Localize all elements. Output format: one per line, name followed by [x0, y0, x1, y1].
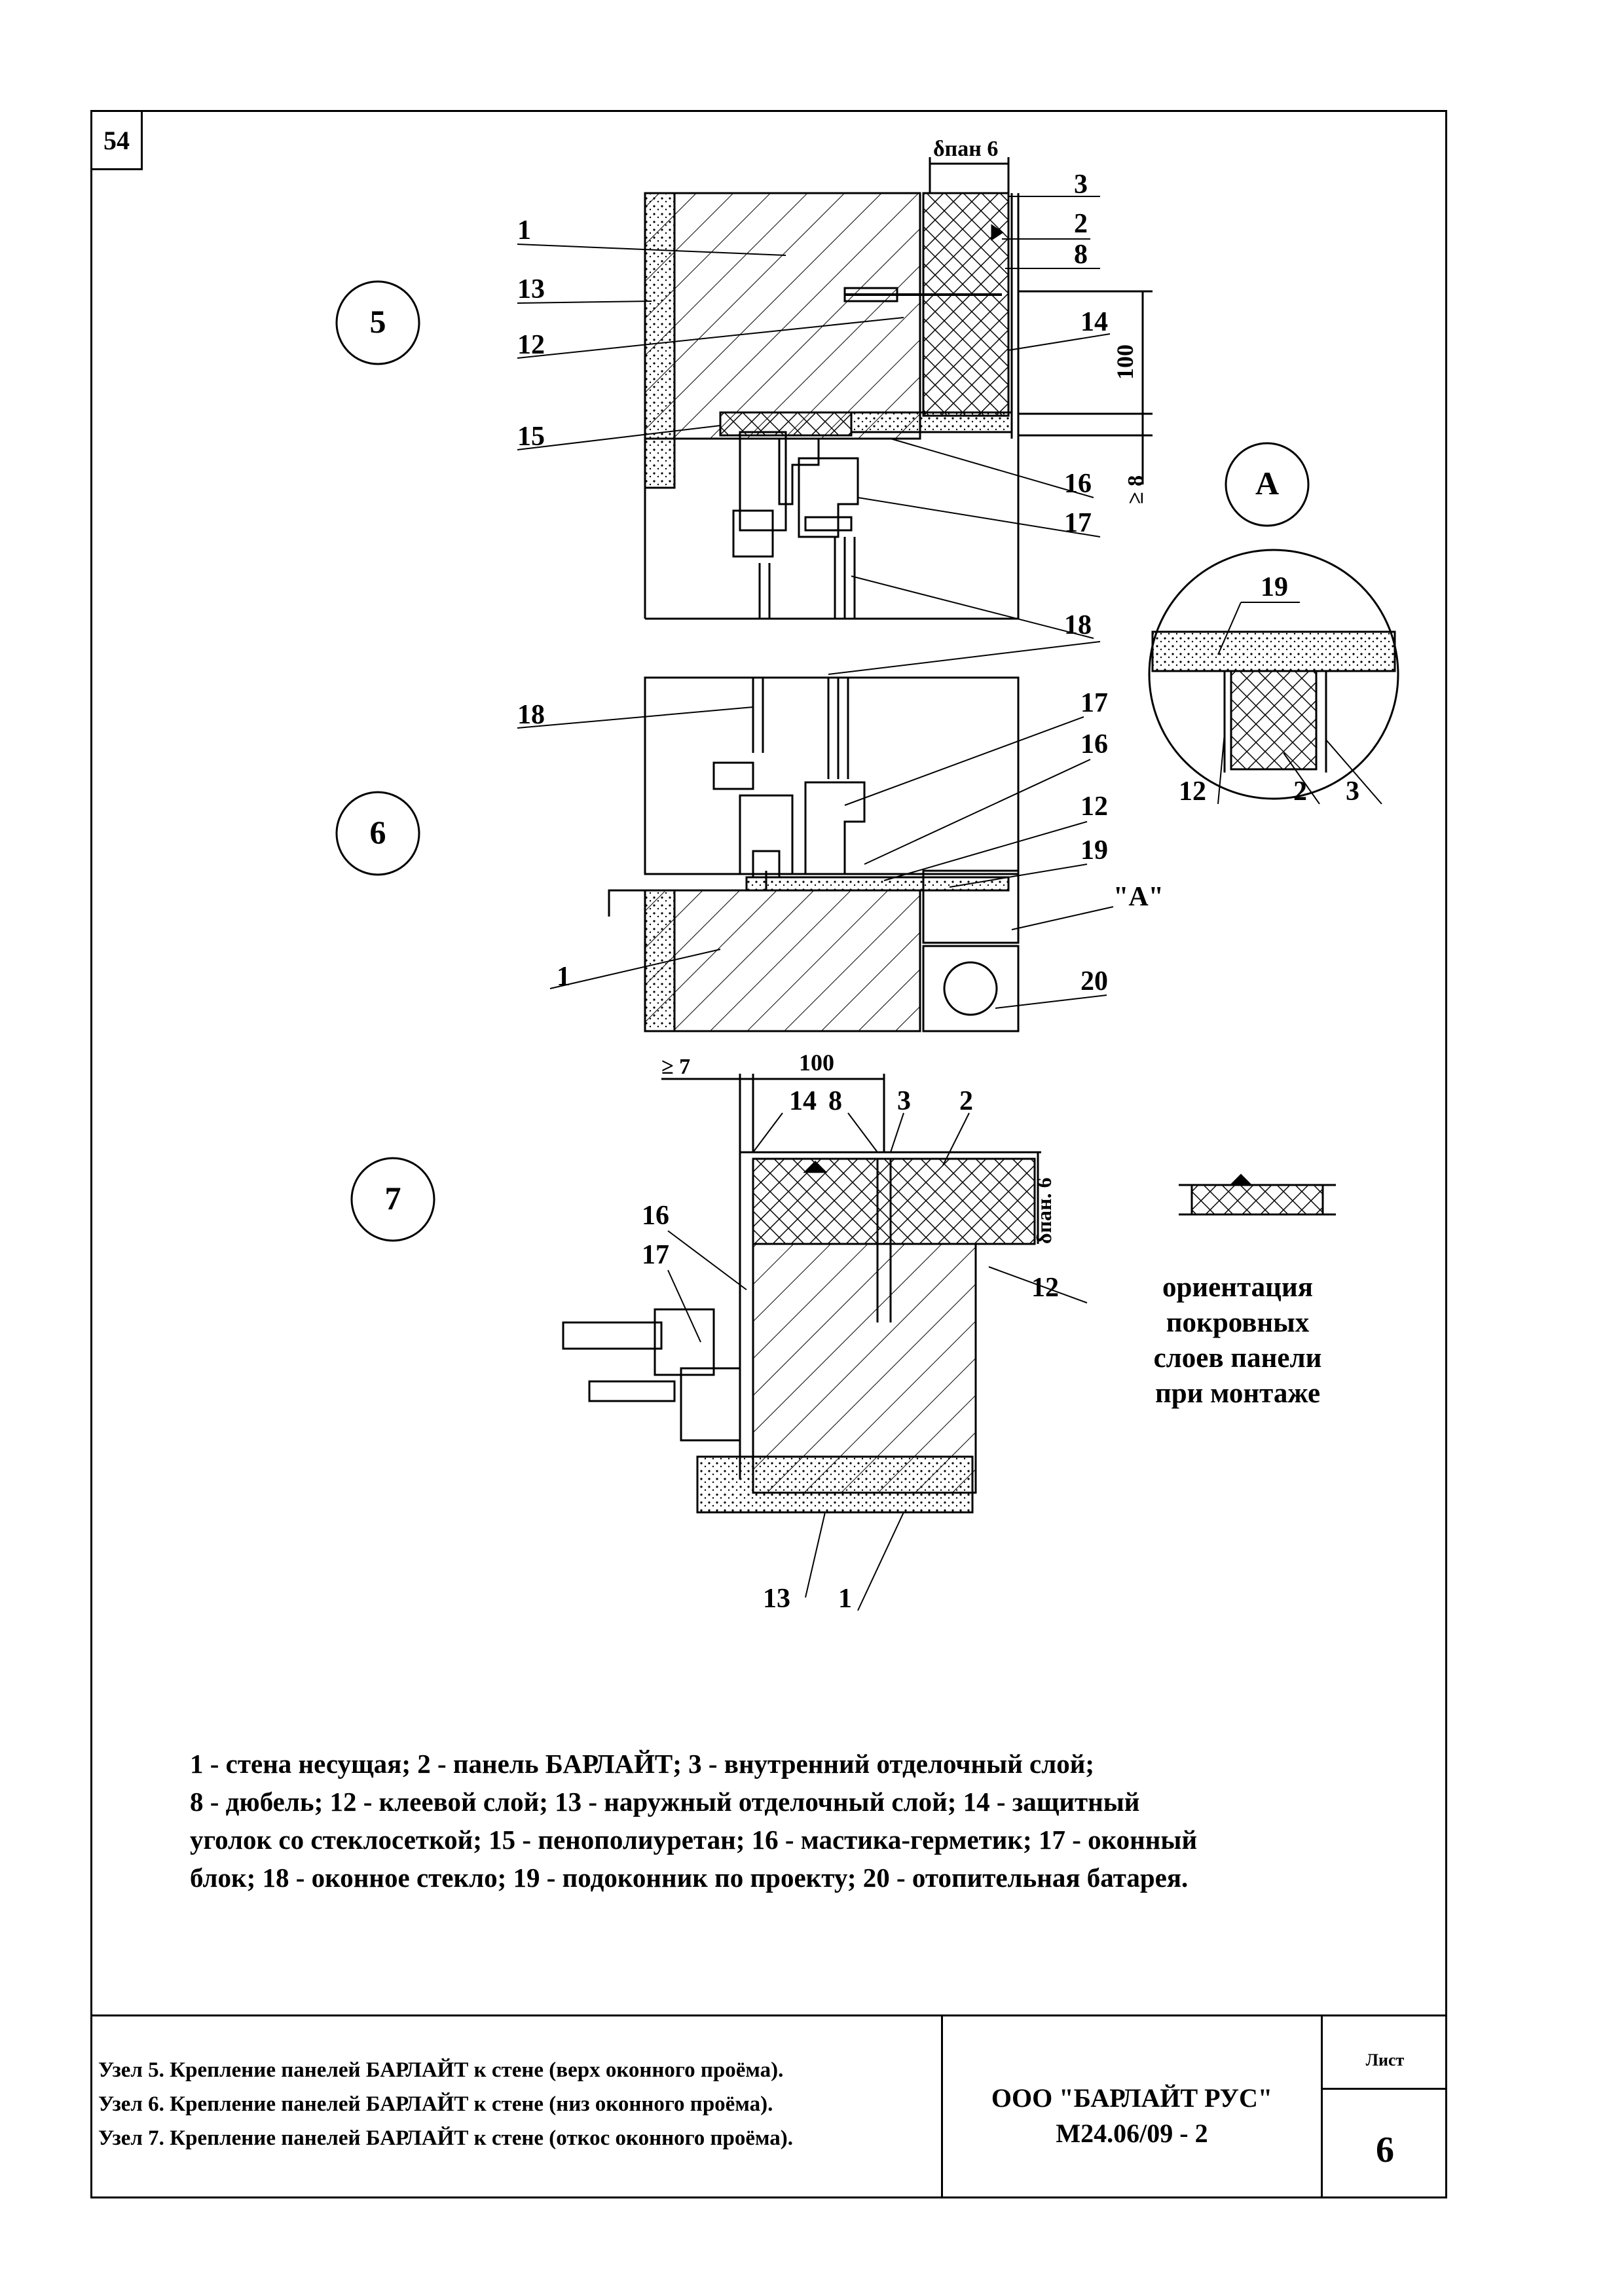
orientation-note: ориентация покровных слоев панели при мо… — [1153, 1272, 1322, 1409]
callout-label: 2 — [959, 1086, 973, 1116]
legend-line: блок; 18 - оконное стекло; 19 - подоконн… — [190, 1863, 1189, 1893]
callout-label: 3 — [897, 1086, 911, 1116]
callout-label: 16 — [1080, 729, 1108, 759]
node-6-drawing — [608, 676, 1020, 1032]
callout-label: 17 — [642, 1240, 669, 1270]
callout-label: 14 — [1080, 307, 1108, 337]
dimension-label: 100 — [1112, 344, 1138, 380]
callout-label: 14 — [789, 1086, 817, 1116]
title-block: Узел 5. Крепление панелей БАРЛАЙТ к стен… — [90, 2014, 1447, 2198]
callout-label: 17 — [1080, 688, 1108, 718]
node-6-label: 6 — [370, 814, 386, 850]
title-block-company: ООО "БАРЛАЙТ РУС" М24.06/09 - 2 — [943, 2016, 1323, 2198]
dimension-label: δпан 6 — [933, 137, 998, 161]
node-7-drawing — [562, 1074, 1041, 1514]
title-block-sheet: Лист 6 — [1323, 2016, 1447, 2198]
detail-a-reference: "A" — [1113, 882, 1164, 912]
node-6-leaders — [517, 641, 1114, 1009]
node-5-drawing — [644, 157, 1153, 620]
callout-label: 8 — [1074, 240, 1088, 270]
node-7-marker — [350, 1157, 435, 1242]
callout-label: 2 — [1074, 209, 1088, 239]
legend-line: 1 - стена несущая; 2 - панель БАРЛАЙТ; 3… — [190, 1749, 1094, 1779]
callout-label: 12 — [1031, 1273, 1059, 1303]
node-5-leaders — [517, 196, 1111, 639]
callout-label: 18 — [1064, 610, 1092, 640]
caption-node-5: Узел 5. Крепление панелей БАРЛАЙТ к стен… — [98, 2058, 784, 2082]
node-5-label: 5 — [370, 303, 386, 340]
callout-label: 18 — [517, 700, 545, 730]
callout-label: 16 — [642, 1201, 669, 1231]
callout-label: 2 — [1293, 776, 1307, 807]
callout-label: 12 — [1080, 792, 1108, 822]
detail-a-label: A — [1255, 465, 1279, 501]
callout-label: 1 — [838, 1584, 852, 1614]
dimension-label: ≥ 8 — [1124, 475, 1148, 504]
dimension-label: δпан. 6 — [1032, 1178, 1056, 1244]
callout-label: 1 — [517, 215, 531, 246]
detail-a-marker — [1225, 442, 1310, 527]
node-6-marker — [335, 791, 420, 876]
callout-label: 13 — [763, 1584, 790, 1614]
detail-a-leaders — [1217, 602, 1382, 805]
callout-label: 3 — [1346, 776, 1359, 807]
document-code: М24.06/09 - 2 — [1056, 2119, 1208, 2148]
node-7-leaders — [667, 1112, 1088, 1611]
orientation-symbol — [1179, 1173, 1336, 1216]
sheet-label: Лист — [1323, 2016, 1447, 2090]
callout-label: 12 — [517, 330, 545, 360]
legend: 1 - стена несущая; 2 - панель БАРЛАЙТ; 3… — [190, 1745, 1388, 1897]
callout-label: 15 — [517, 422, 545, 452]
legend-line: уголок со стеклосеткой; 15 - пенополиуре… — [190, 1825, 1198, 1855]
company-name: ООО "БАРЛАЙТ РУС" — [991, 2083, 1273, 2113]
caption-node-7: Узел 7. Крепление панелей БАРЛАЙТ к стен… — [98, 2126, 794, 2150]
drawing-frame — [90, 110, 1447, 2198]
callout-label: 17 — [1064, 508, 1092, 538]
dimension-label: 100 — [799, 1049, 834, 1076]
page-number: 54 — [90, 110, 143, 170]
node-5-marker — [335, 280, 420, 365]
sheet-number: 6 — [1376, 2130, 1394, 2170]
title-block-captions: Узел 5. Крепление панелей БАРЛАЙТ к стен… — [90, 2016, 943, 2198]
callout-label: 16 — [1064, 469, 1092, 499]
callout-label: 3 — [1074, 170, 1088, 200]
legend-line: 8 - дюбель; 12 - клеевой слой; 13 - нару… — [190, 1787, 1140, 1817]
callout-label: 1 — [557, 962, 570, 992]
caption-node-6: Узел 6. Крепление панелей БАРЛАЙТ к стен… — [98, 2092, 773, 2116]
dimension-label: ≥ 7 — [661, 1055, 690, 1079]
callout-label: 13 — [517, 274, 545, 304]
detail-a-drawing — [1148, 549, 1399, 800]
callout-label: 19 — [1080, 835, 1108, 866]
callout-label: 19 — [1261, 572, 1288, 602]
callout-label: 20 — [1080, 966, 1108, 996]
callout-label: 12 — [1179, 776, 1206, 807]
callout-label: 8 — [828, 1086, 842, 1116]
node-7-label: 7 — [385, 1180, 401, 1216]
